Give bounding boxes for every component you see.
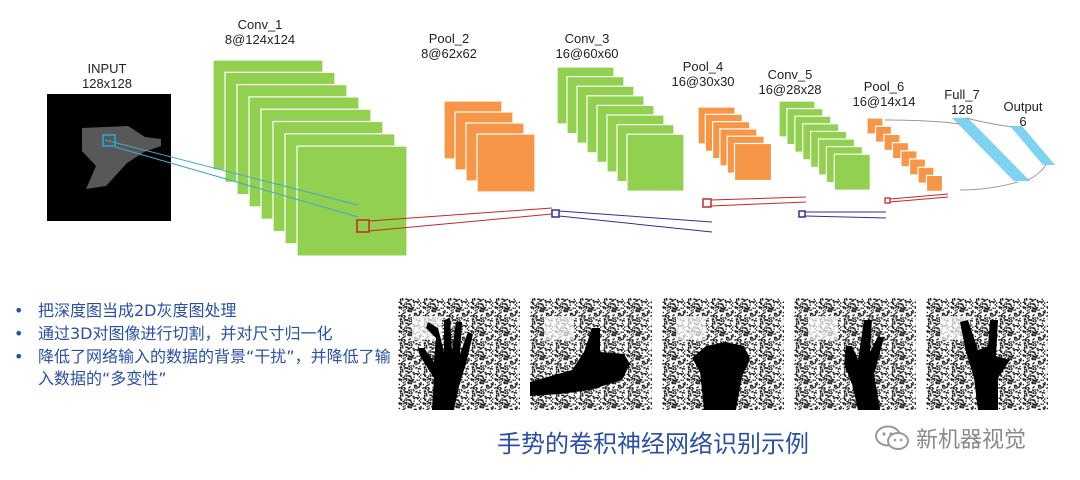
gesture-photo-fist (662, 298, 784, 410)
label-conv1-size: 8@124x124 (225, 32, 295, 47)
label-conv1-name: Conv_1 (225, 17, 295, 32)
bullet-text: 把深度图当成2D灰度图处理 (38, 301, 237, 320)
label-conv5-name: Conv_5 (758, 67, 821, 82)
bullet-item: • 把深度图当成2D灰度图处理 (12, 300, 402, 322)
bullet-list: • 把深度图当成2D灰度图处理 • 通过3D对图像进行切割，并对尺寸归一化 • 降低了… (12, 300, 402, 391)
link-pool6-full7 (885, 120, 960, 124)
gesture-photo-open-palm (398, 298, 520, 410)
label-pool2-size: 8@62x62 (421, 46, 477, 61)
bullet-dot-icon: • (14, 323, 23, 345)
conv3-receptive-field (703, 199, 711, 207)
watermark-text: 新机器视觉 (916, 422, 1026, 454)
label-output-size: 6 (1003, 114, 1042, 129)
label-pool6-name: Pool_6 (852, 79, 915, 94)
watermark: 新机器视觉 (874, 422, 1026, 454)
pool2-map (477, 134, 535, 192)
label-conv5: Conv_5 16@28x28 (758, 67, 821, 97)
gesture-photo-thumbs-up (530, 298, 652, 410)
label-pool4-size: 16@30x30 (671, 74, 734, 89)
gesture-photo-strip (398, 298, 1048, 410)
cnn-architecture-diagram (0, 0, 1080, 290)
label-full7: Full_7 128 (944, 87, 979, 117)
gesture-photo-v-sign (926, 298, 1048, 410)
pool2-receptive-field (552, 210, 559, 217)
label-pool2-name: Pool_2 (421, 31, 477, 46)
label-input: INPUT 128x128 (82, 61, 132, 91)
pool4-receptive-field (799, 211, 805, 217)
link-pool2-conv3 (559, 211, 712, 222)
label-conv5-size: 16@28x28 (758, 82, 821, 97)
figure-caption: 手势的卷积神经网络识别示例 (497, 424, 809, 459)
conv3-map (627, 134, 684, 191)
bullet-text: 降低了网络输入的数据的背景“干扰”，并降低了输入数据的“多变性” (38, 347, 391, 388)
label-full7-size: 128 (944, 102, 979, 117)
label-conv1: Conv_1 8@124x124 (225, 17, 295, 47)
bullet-item: • 降低了网络输入的数据的背景“干扰”，并降低了输入数据的“多变性” (12, 346, 402, 390)
bullet-item: • 通过3D对图像进行切割，并对尺寸归一化 (12, 323, 402, 345)
link-conv3-pool4 (711, 197, 806, 200)
bullet-dot-icon: • (14, 346, 23, 368)
link-conv3-pool4 (711, 202, 806, 206)
label-output-name: Output (1003, 99, 1042, 114)
label-input-name: INPUT (82, 61, 132, 76)
label-conv3-size: 16@60x60 (555, 46, 618, 61)
bullet-text: 通过3D对图像进行切割，并对尺寸归一化 (38, 324, 333, 343)
link-pool6-full7 (960, 182, 1018, 190)
pool4-map (735, 144, 772, 181)
label-pool4: Pool_4 16@30x30 (671, 59, 734, 89)
link-pool4-conv5 (805, 216, 886, 218)
pool6-map (927, 175, 943, 191)
label-input-size: 128x128 (82, 76, 132, 91)
photo-glare (808, 316, 838, 340)
wechat-icon (874, 425, 910, 451)
label-conv3: Conv_3 16@60x60 (555, 31, 618, 61)
conv5-receptive-field (885, 198, 890, 203)
photo-glare (544, 316, 574, 340)
label-pool4-name: Pool_4 (671, 59, 734, 74)
label-pool6: Pool_6 16@14x14 (852, 79, 915, 109)
conv5-map (834, 154, 870, 190)
gesture-photo-two-fingers (794, 298, 916, 410)
link-pool2-conv3 (559, 216, 712, 232)
label-pool2: Pool_2 8@62x62 (421, 31, 477, 61)
label-conv3-name: Conv_3 (555, 31, 618, 46)
conv1-map (297, 146, 407, 256)
output-layer (1010, 126, 1055, 165)
bullet-dot-icon: • (14, 300, 23, 322)
label-output: Output 6 (1003, 99, 1042, 129)
photo-glare (676, 316, 706, 340)
label-full7-name: Full_7 (944, 87, 979, 102)
link-full7-output (1028, 165, 1046, 180)
label-pool6-size: 16@14x14 (852, 94, 915, 109)
